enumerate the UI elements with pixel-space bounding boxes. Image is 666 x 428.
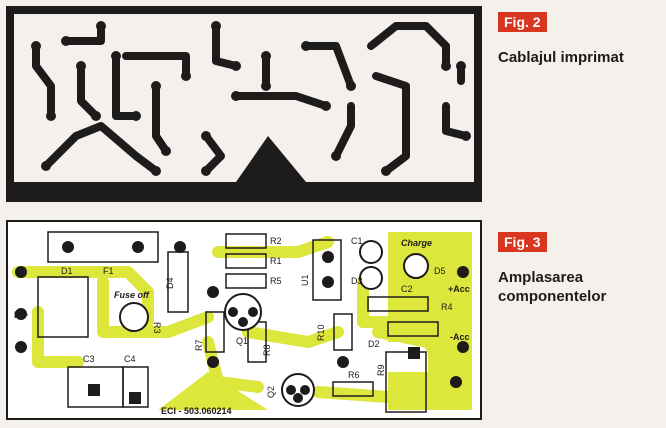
fig3-badge: Fig. 3 — [498, 232, 547, 252]
label-r3: R3 — [152, 322, 162, 334]
ground-plane-notch — [158, 372, 268, 410]
pcb-copper-drawing — [14, 14, 474, 194]
pcb-component-drawing: D1 F1 D4 R2 R1 R5 U1 C1 D3 D5 C2 R4 R3 Q… — [12, 231, 472, 416]
component-outlines — [37, 231, 439, 413]
label-d4: D4 — [165, 277, 175, 289]
fig2-badge: Fig. 2 — [498, 12, 547, 32]
label-r6: R6 — [348, 370, 360, 380]
label-fuse-off: Fuse off — [114, 290, 150, 300]
label-u1: U1 — [300, 274, 310, 286]
label-r7: R7 — [194, 339, 204, 351]
label-r4: R4 — [441, 302, 453, 312]
round-components — [119, 240, 429, 407]
label-r2: R2 — [270, 236, 282, 246]
label-r5: R5 — [270, 276, 282, 286]
label-q1: Q1 — [236, 336, 248, 346]
label-r1: R1 — [270, 256, 282, 266]
fig3-caption: Amplasarea componentelor — [498, 268, 606, 306]
label-d5: D5 — [434, 266, 446, 276]
fig2-caption: Cablajul imprimat — [498, 49, 624, 66]
copper-pads — [31, 21, 471, 194]
label-f1: F1 — [103, 266, 114, 276]
label-c3: C3 — [83, 354, 95, 364]
fig3-caption-line2: componentelor — [498, 288, 607, 305]
label-input: IN~ — [14, 310, 28, 320]
label-d3: D3 — [351, 276, 363, 286]
label-d2: D2 — [368, 339, 380, 349]
label-q2: Q2 — [266, 386, 276, 398]
pcb-component-layout: D1 F1 D4 R2 R1 R5 U1 C1 D3 D5 C2 R4 R3 Q… — [6, 220, 482, 420]
label-d1: D1 — [61, 266, 73, 276]
label-r10: R10 — [316, 324, 326, 341]
component-pads — [15, 241, 469, 404]
label-board-code: ECI - 503.060214 — [161, 406, 232, 416]
label-plus-acc: +Acc — [448, 284, 470, 294]
label-c2: C2 — [401, 284, 413, 294]
fig3-caption-line1: Amplasarea — [498, 269, 584, 286]
label-r9: R9 — [376, 364, 386, 376]
label-c1: C1 — [351, 236, 363, 246]
label-charge: Charge — [401, 238, 432, 248]
ground-plane — [14, 136, 474, 194]
label-minus-acc: -Acc — [450, 332, 470, 342]
label-c4: C4 — [124, 354, 136, 364]
pcb-copper-layout — [6, 6, 482, 202]
label-r8: R8 — [262, 344, 272, 356]
